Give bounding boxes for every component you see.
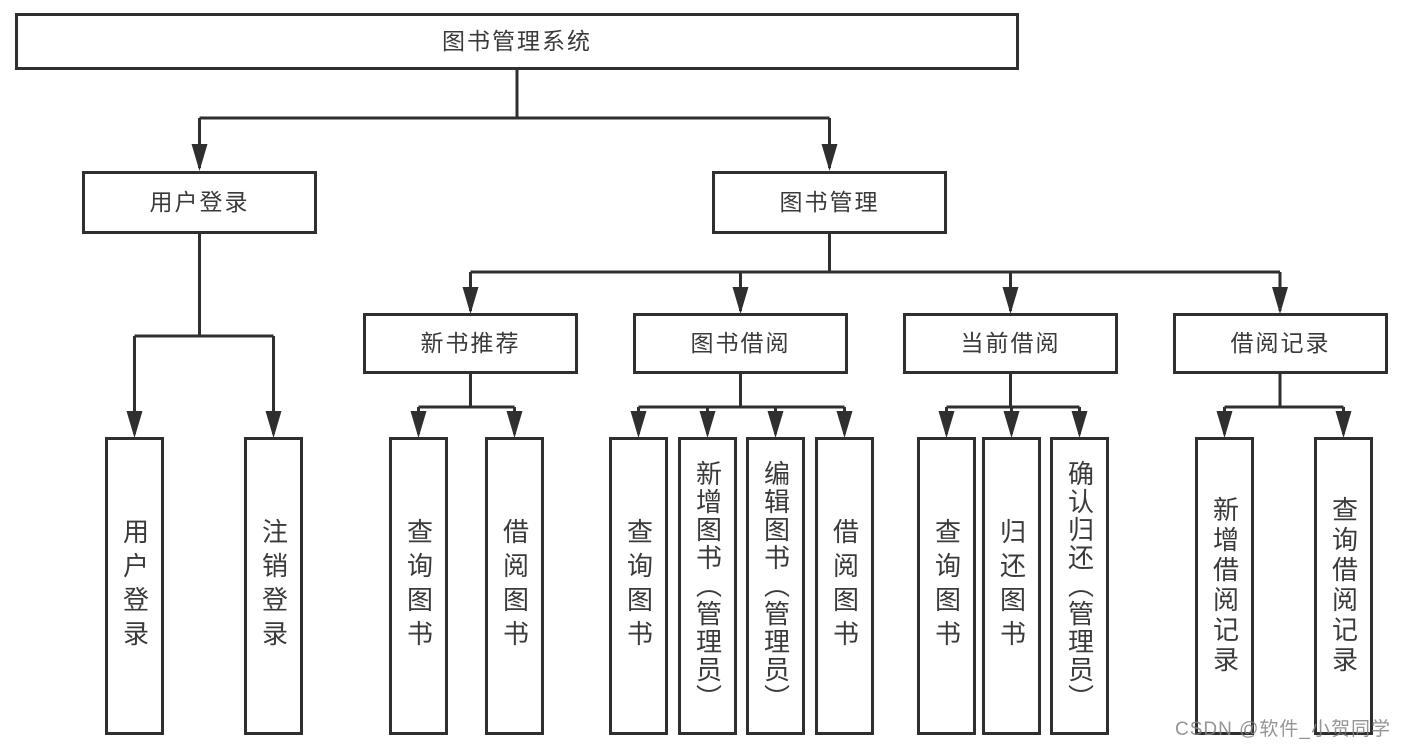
leaf-borrow-books-borrowing: 借阅图书 xyxy=(815,437,874,735)
leaf-query-books-current: 查询图书 xyxy=(917,437,976,735)
leaf-label: 查询图书 xyxy=(623,518,654,654)
node-new-book-recommendation: 新书推荐 xyxy=(363,313,578,374)
node-root: 图书管理系统 xyxy=(15,13,1019,70)
node-label: 图书借阅 xyxy=(690,330,791,356)
leaf-borrow-books-recommend: 借阅图书 xyxy=(485,437,544,735)
node-label: 借阅记录 xyxy=(1230,330,1331,356)
leaf-label: 借阅图书 xyxy=(829,518,860,654)
leaf-return-books: 归还图书 xyxy=(982,437,1041,735)
leaf-label: 新增借阅记录 xyxy=(1209,496,1240,676)
leaf-label: 查询图书 xyxy=(403,518,434,654)
node-book-management: 图书管理 xyxy=(712,171,947,234)
leaf-query-books-borrowing: 查询图书 xyxy=(609,437,668,735)
node-current-borrowing: 当前借阅 xyxy=(903,313,1118,374)
leaf-logout: 注销登录 xyxy=(244,437,303,735)
leaf-label: 查询借阅记录 xyxy=(1328,496,1359,676)
leaf-label: 注销登录 xyxy=(258,518,289,654)
leaf-label: 查询图书 xyxy=(931,518,962,654)
leaf-query-borrow-record: 查询借阅记录 xyxy=(1314,437,1373,735)
leaf-edit-book-admin: 编辑图书（管理员） xyxy=(746,437,805,735)
leaf-query-books-recommend: 查询图书 xyxy=(389,437,448,735)
node-label: 当前借阅 xyxy=(960,330,1061,356)
node-label: 用户登录 xyxy=(149,189,250,215)
node-label: 新书推荐 xyxy=(420,330,521,356)
leaf-add-book-admin: 新增图书（管理员） xyxy=(678,437,737,735)
leaf-user-login: 用户登录 xyxy=(105,437,164,735)
csdn-watermark: CSDN @软件_小贺同学 xyxy=(1175,719,1391,740)
leaf-label: 归还图书 xyxy=(996,518,1027,654)
leaf-label: 新增图书（管理员） xyxy=(692,460,723,712)
node-book-borrowing: 图书借阅 xyxy=(633,313,848,374)
node-label: 图书管理 xyxy=(779,189,880,215)
leaf-label: 编辑图书（管理员） xyxy=(760,460,791,712)
leaf-label: 借阅图书 xyxy=(499,518,530,654)
node-borrowing-records: 借阅记录 xyxy=(1173,313,1388,374)
leaf-label: 确认归还（管理员） xyxy=(1064,460,1095,712)
leaf-add-borrow-record: 新增借阅记录 xyxy=(1195,437,1254,735)
leaf-confirm-return-admin: 确认归还（管理员） xyxy=(1050,437,1109,735)
leaf-label: 用户登录 xyxy=(119,518,150,654)
arrowheads xyxy=(126,144,1352,438)
node-root-label: 图书管理系统 xyxy=(442,28,592,54)
node-user-login: 用户登录 xyxy=(82,171,317,234)
